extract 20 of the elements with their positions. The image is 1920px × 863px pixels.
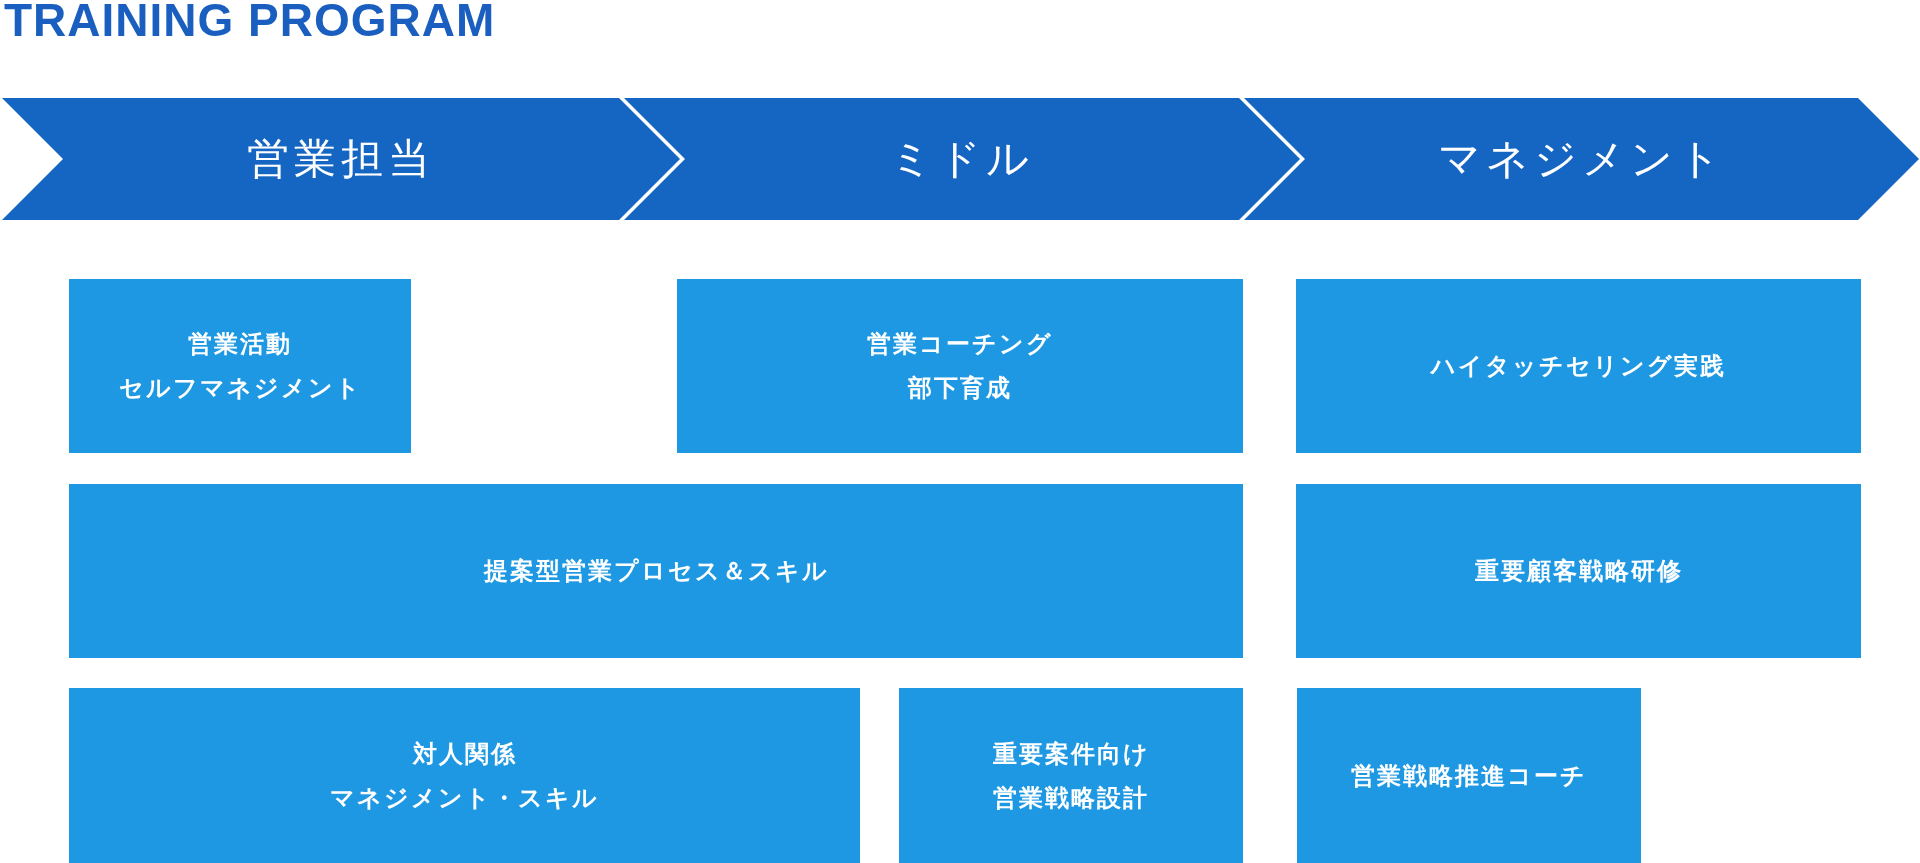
program-label: 重要顧客戦略研修 bbox=[1474, 556, 1683, 587]
program-label: 営業コーチング部下育成 bbox=[867, 329, 1053, 404]
program-box bbox=[899, 688, 1243, 863]
stage-label: マネジメント bbox=[1437, 134, 1726, 184]
program-box bbox=[1296, 279, 1861, 453]
program-box bbox=[69, 484, 1243, 658]
diagram-title: TRAINING PROGRAM bbox=[4, 0, 496, 44]
program-label: 営業活動セルフマネジメント bbox=[118, 329, 362, 404]
stage-label: 営業担当 bbox=[247, 134, 435, 184]
program-label: 提案型営業プロセス＆スキル bbox=[483, 556, 829, 587]
program-box bbox=[69, 279, 411, 453]
program-box bbox=[69, 688, 860, 863]
program-label: 営業戦略推進コーチ bbox=[1351, 760, 1587, 792]
program-label: ハイタッチセリング実践 bbox=[1431, 351, 1726, 382]
program-box bbox=[1296, 484, 1861, 658]
stage-label: ミドル bbox=[890, 134, 1034, 184]
program-label: 対人関係マネジメント・スキル bbox=[330, 738, 599, 814]
program-label: 重要案件向け営業戦略設計 bbox=[992, 738, 1150, 814]
program-box bbox=[1297, 688, 1641, 863]
program-box bbox=[677, 279, 1243, 453]
